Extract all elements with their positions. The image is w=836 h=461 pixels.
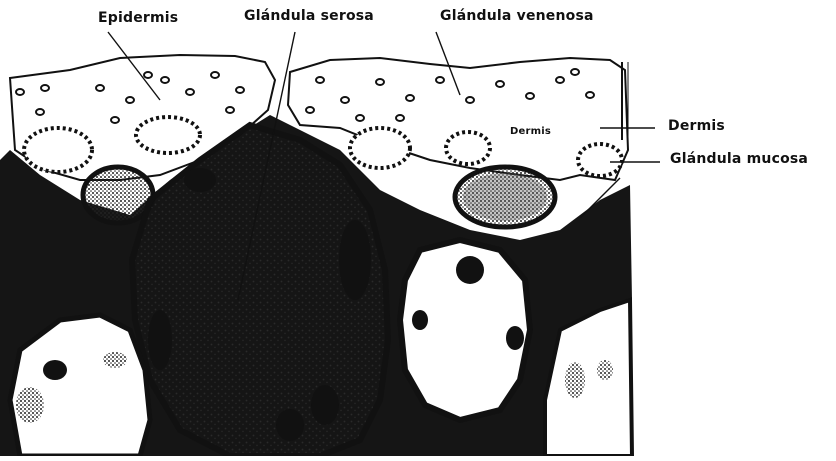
venom-gland-label: Glándula venenosa bbox=[440, 8, 594, 24]
dermis-inner-label: Dermis bbox=[510, 126, 551, 137]
dermis-label: Dermis bbox=[668, 118, 725, 134]
mucous-gland-label: Glándula mucosa bbox=[670, 151, 808, 167]
serous-gland-label: Glándula serosa bbox=[244, 8, 374, 24]
epidermis-label: Epidermis bbox=[98, 10, 178, 26]
